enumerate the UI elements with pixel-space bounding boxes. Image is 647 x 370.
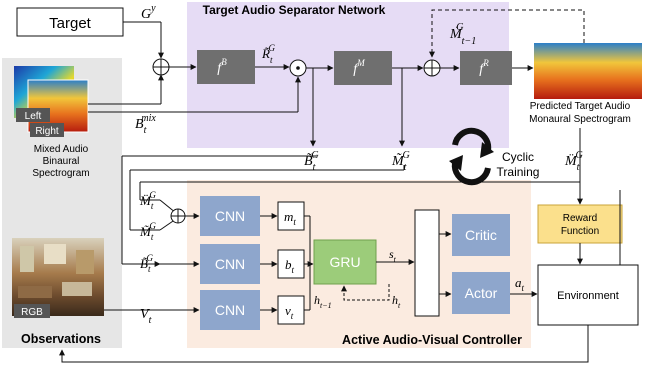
fR-label: fR <box>479 58 489 77</box>
mixed-audio-spectrogram: Left Right <box>14 66 89 137</box>
rgb-label: RGB <box>21 307 43 318</box>
critic-label: Critic <box>465 227 497 243</box>
dashed-feedback <box>429 9 585 58</box>
right-label: Right <box>35 126 59 137</box>
cyclic-label-2: Training <box>497 165 540 179</box>
cyclic-training-icon <box>449 127 494 186</box>
h-prev-label: ht−1 <box>314 293 332 310</box>
gru-label: GRU <box>329 254 360 270</box>
fB-block <box>197 50 255 84</box>
environment-label: Environment <box>557 290 619 302</box>
fB-label: fB <box>217 57 227 76</box>
mixed-caption-3: Spectrogram <box>32 168 89 179</box>
cnn-label-2: CNN <box>215 256 245 272</box>
separator-title: Target Audio Separator Network <box>203 3 386 17</box>
actor-block <box>452 272 510 314</box>
observations-title: Observations <box>21 332 101 346</box>
mixed-caption-2: Binaural <box>43 156 80 167</box>
m-dot-prev-label: Ṁt−1G <box>449 22 476 47</box>
g-y-label: Gy <box>141 3 156 22</box>
critic-block <box>452 214 510 256</box>
cnn-block-2 <box>200 244 260 284</box>
predicted-caption-1: Predicted Target Audio <box>530 101 631 112</box>
b-tilde-in-label: B̃tG <box>140 253 153 274</box>
m-tilde-label: M̃tG <box>391 150 410 173</box>
gru-recurrence <box>341 284 390 301</box>
left-label: Left <box>25 111 42 122</box>
reward-label-1: Reward <box>563 213 597 224</box>
state-box <box>414 209 440 317</box>
v-label: Vt <box>140 307 152 326</box>
b-feature-box <box>277 249 305 279</box>
cnn-label-1: CNN <box>215 208 245 224</box>
reward-label-2: Function <box>561 226 599 237</box>
r-tilde-label: R̃tG <box>261 43 275 65</box>
environment-feedback <box>59 325 589 363</box>
predicted-spectrogram <box>534 43 642 99</box>
reward-function-box <box>537 204 623 244</box>
rgb-observation-image <box>12 238 104 318</box>
actor-label: Actor <box>465 285 498 301</box>
predicted-caption-2: Monaural Spectrogram <box>529 114 631 125</box>
s-label: st <box>389 247 397 264</box>
cnn-block-1 <box>200 196 260 236</box>
m-ddot-label: M̈tG <box>564 150 583 173</box>
cnn-block-3 <box>200 290 260 330</box>
fM-label: fM <box>353 58 365 77</box>
gru-block <box>313 239 377 285</box>
b-mix-label: Btmix <box>135 113 156 136</box>
mixed-caption-1: Mixed Audio <box>34 144 89 155</box>
fR-block <box>460 51 512 85</box>
m-feature-box <box>277 201 305 231</box>
a-label: at <box>515 275 525 293</box>
h-label: ht <box>392 293 401 310</box>
b-feature-label: bt <box>285 257 295 275</box>
cnn-label-3: CNN <box>215 302 245 318</box>
m-tilde-in-label: M̃tG <box>139 221 156 242</box>
target-label: Target <box>49 15 92 32</box>
fM-block <box>334 51 392 85</box>
cyclic-label-1: Cyclic <box>502 150 534 164</box>
m-ddot-in-label: M̈tG <box>139 190 156 211</box>
controller-title: Active Audio-Visual Controller <box>342 333 522 347</box>
m-feature-label: mt <box>284 209 296 227</box>
v-feature-label: vt <box>285 303 294 321</box>
